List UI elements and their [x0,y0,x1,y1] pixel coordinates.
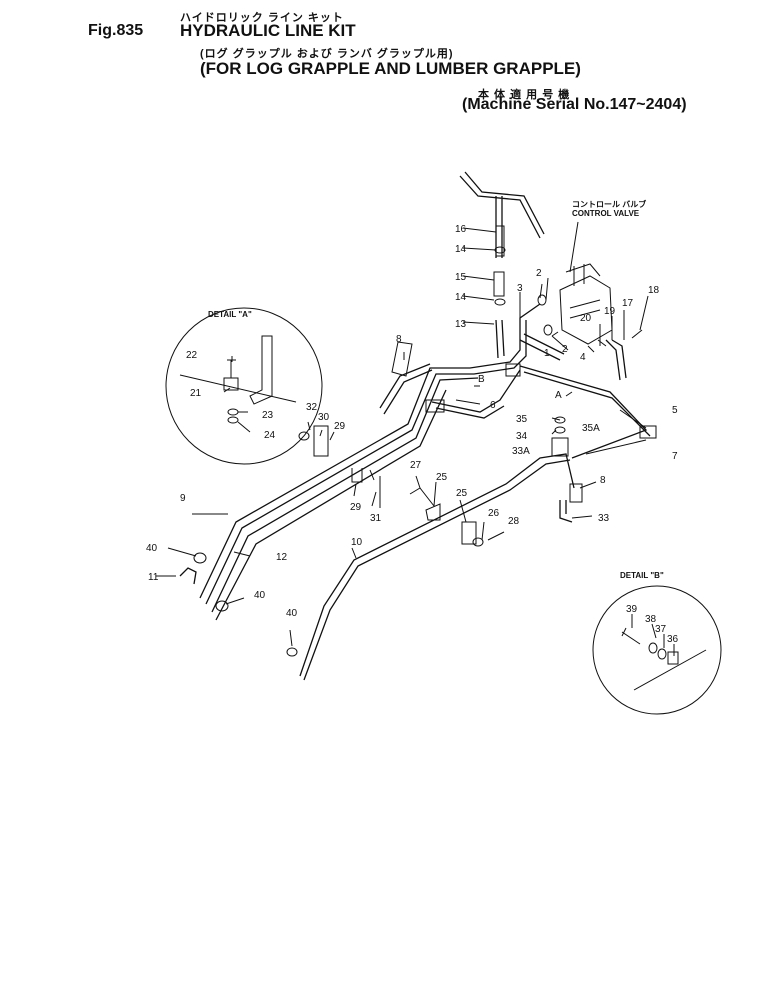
part-label-29b: 29 [350,502,362,513]
title-japanese: ハイドロリック ライン キット [180,12,344,24]
detail-b-label: DETAIL "B" [620,571,664,580]
part-label-22: 22 [186,350,198,361]
subtitle-japanese: (ログ グラップル および ランバ グラップル用) [200,48,454,60]
part-label-33a: 33A [512,446,530,457]
part-label-28: 28 [508,516,520,527]
handle-bar [459,171,545,258]
part-label-36: 36 [667,634,679,645]
machine-serial: (Machine Serial No.147~2404) [462,96,687,113]
part-label-20: 20 [580,313,592,324]
part-label-34: 34 [516,431,528,442]
figure-label: Fig.835 [88,22,144,39]
part-label-37: 37 [655,624,667,635]
part-label-18: 18 [648,285,660,296]
part-label-32: 32 [306,402,318,413]
part-label-25a: 25 [436,472,448,483]
part-label-15: 15 [455,272,467,283]
part-label-30: 30 [318,412,330,423]
part-number-labels: 1 2 2 3 4 5 6 7 8 8 9 10 11 12 13 14 14 … [146,224,679,645]
part-label-19: 19 [604,306,616,317]
part-label-1: 1 [544,348,550,359]
pipe-network [179,303,651,681]
part-label-12: 12 [276,552,288,563]
part-label-11: 11 [148,572,159,583]
part-label-40a: 40 [146,543,158,554]
part-label-13: 13 [455,319,467,330]
subtitle: (FOR LOG GRAPPLE AND LUMBER GRAPPLE) [200,59,581,78]
part-label-35: 35 [516,414,528,425]
part-label-26: 26 [488,508,500,519]
part-label-29a: 29 [334,421,346,432]
part-label-16: 16 [455,224,467,235]
part-label-17: 17 [622,298,634,309]
control-valve-label-jp: コントロール バルブ [572,199,646,209]
part-label-21: 21 [190,388,202,399]
serial-japanese: 本 体 適 用 号 機 [478,89,571,101]
part-label-14b: 14 [455,292,467,303]
part-label-8b: 8 [600,475,606,486]
part-label-3: 3 [517,283,523,294]
part-label-10: 10 [351,537,363,548]
part-label-39: 39 [626,604,638,615]
control-valve: コントロール バルブ CONTROL VALVE [559,199,646,345]
part-label-4: 4 [580,352,586,363]
detail-a-view: DETAIL "A" [165,307,323,465]
part-label-2b: 2 [562,344,568,355]
part-label-9: 9 [180,493,186,504]
part-label-24: 24 [264,430,276,441]
part-label-25b: 25 [456,488,468,499]
part-label-35a: 35A [582,423,600,434]
detail-a-label: DETAIL "A" [208,310,252,319]
part-label-5: 5 [672,405,678,416]
part-label-23: 23 [262,410,274,421]
arrow-a-label: A [555,390,562,401]
part-label-7: 7 [672,451,678,462]
part-label-33: 33 [598,513,610,524]
part-label-27: 27 [410,460,422,471]
title: HYDRAULIC LINE KIT [180,21,356,40]
part-label-31: 31 [370,513,382,524]
part-label-38: 38 [645,614,657,625]
control-valve-label: CONTROL VALVE [572,209,640,218]
detail-b-view: DETAIL "B" [592,571,722,715]
leader-lines [156,227,675,656]
part-label-6: 6 [490,400,496,411]
part-label-40b: 40 [254,590,266,601]
part-label-8a: 8 [396,334,402,345]
arrow-b-label: B [478,374,485,385]
part-label-14a: 14 [455,244,467,255]
part-label-2a: 2 [536,268,542,279]
part-label-40c: 40 [286,608,298,619]
